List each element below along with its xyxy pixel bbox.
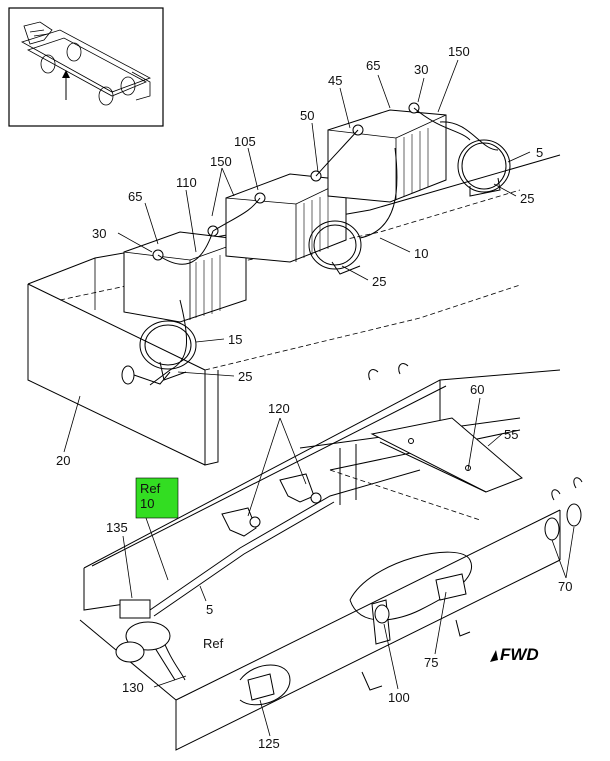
ref-label: Ref <box>203 636 224 651</box>
ref-10-highlight-box: Ref 10 <box>135 477 179 519</box>
callout-5-top: 5 <box>536 145 543 160</box>
washers <box>544 477 583 541</box>
cable-coil-right <box>457 139 511 197</box>
callouts: 65 30 150 45 50 105 150 110 65 30 5 25 1… <box>56 44 572 751</box>
callout-20: 20 <box>56 453 70 468</box>
battery-rear <box>327 102 447 203</box>
callout-75: 75 <box>424 655 438 670</box>
clamps <box>221 473 322 537</box>
forward-direction-marker: FWD <box>490 645 539 664</box>
ref-box-word: Ref <box>140 481 161 496</box>
callout-65-left: 65 <box>128 189 142 204</box>
callout-15: 15 <box>228 332 242 347</box>
lower-cable-harness <box>149 469 421 681</box>
battery-middle <box>225 170 347 263</box>
mounting-plate <box>370 417 523 493</box>
callout-60: 60 <box>470 382 484 397</box>
starter-motor <box>115 599 171 663</box>
callout-25-right: 25 <box>520 191 534 206</box>
callout-50: 50 <box>300 108 314 123</box>
callout-70: 70 <box>558 579 572 594</box>
callout-120: 120 <box>268 401 290 416</box>
callout-130: 130 <box>122 680 144 695</box>
callout-135: 135 <box>106 520 128 535</box>
callout-25-left: 25 <box>238 369 252 384</box>
leader-lines <box>63 59 575 737</box>
callout-150-top: 150 <box>448 44 470 59</box>
callout-30-left: 30 <box>92 226 106 241</box>
fwd-text: FWD <box>500 645 539 664</box>
callout-45: 45 <box>328 73 342 88</box>
callout-110: 110 <box>176 175 197 190</box>
lower-frame <box>79 363 561 751</box>
connector <box>247 673 275 701</box>
callout-150-mid: 150 <box>210 154 232 169</box>
callout-125: 125 <box>258 736 280 751</box>
callout-100: 100 <box>388 690 410 705</box>
locator-inset <box>8 7 164 127</box>
callout-10: 10 <box>414 246 428 261</box>
callout-55: 55 <box>504 427 518 442</box>
cable-coil-front <box>121 320 197 385</box>
ref-box-number: 10 <box>140 496 154 511</box>
cable-coil-middle <box>308 220 362 275</box>
callout-105: 105 <box>234 134 256 149</box>
callout-5-bottom: 5 <box>206 602 213 617</box>
brackets-right <box>361 573 471 691</box>
callout-25-middle: 25 <box>372 274 386 289</box>
battery-cables <box>149 107 499 386</box>
callout-30-top: 30 <box>414 62 428 77</box>
callout-65-top: 65 <box>366 58 380 73</box>
